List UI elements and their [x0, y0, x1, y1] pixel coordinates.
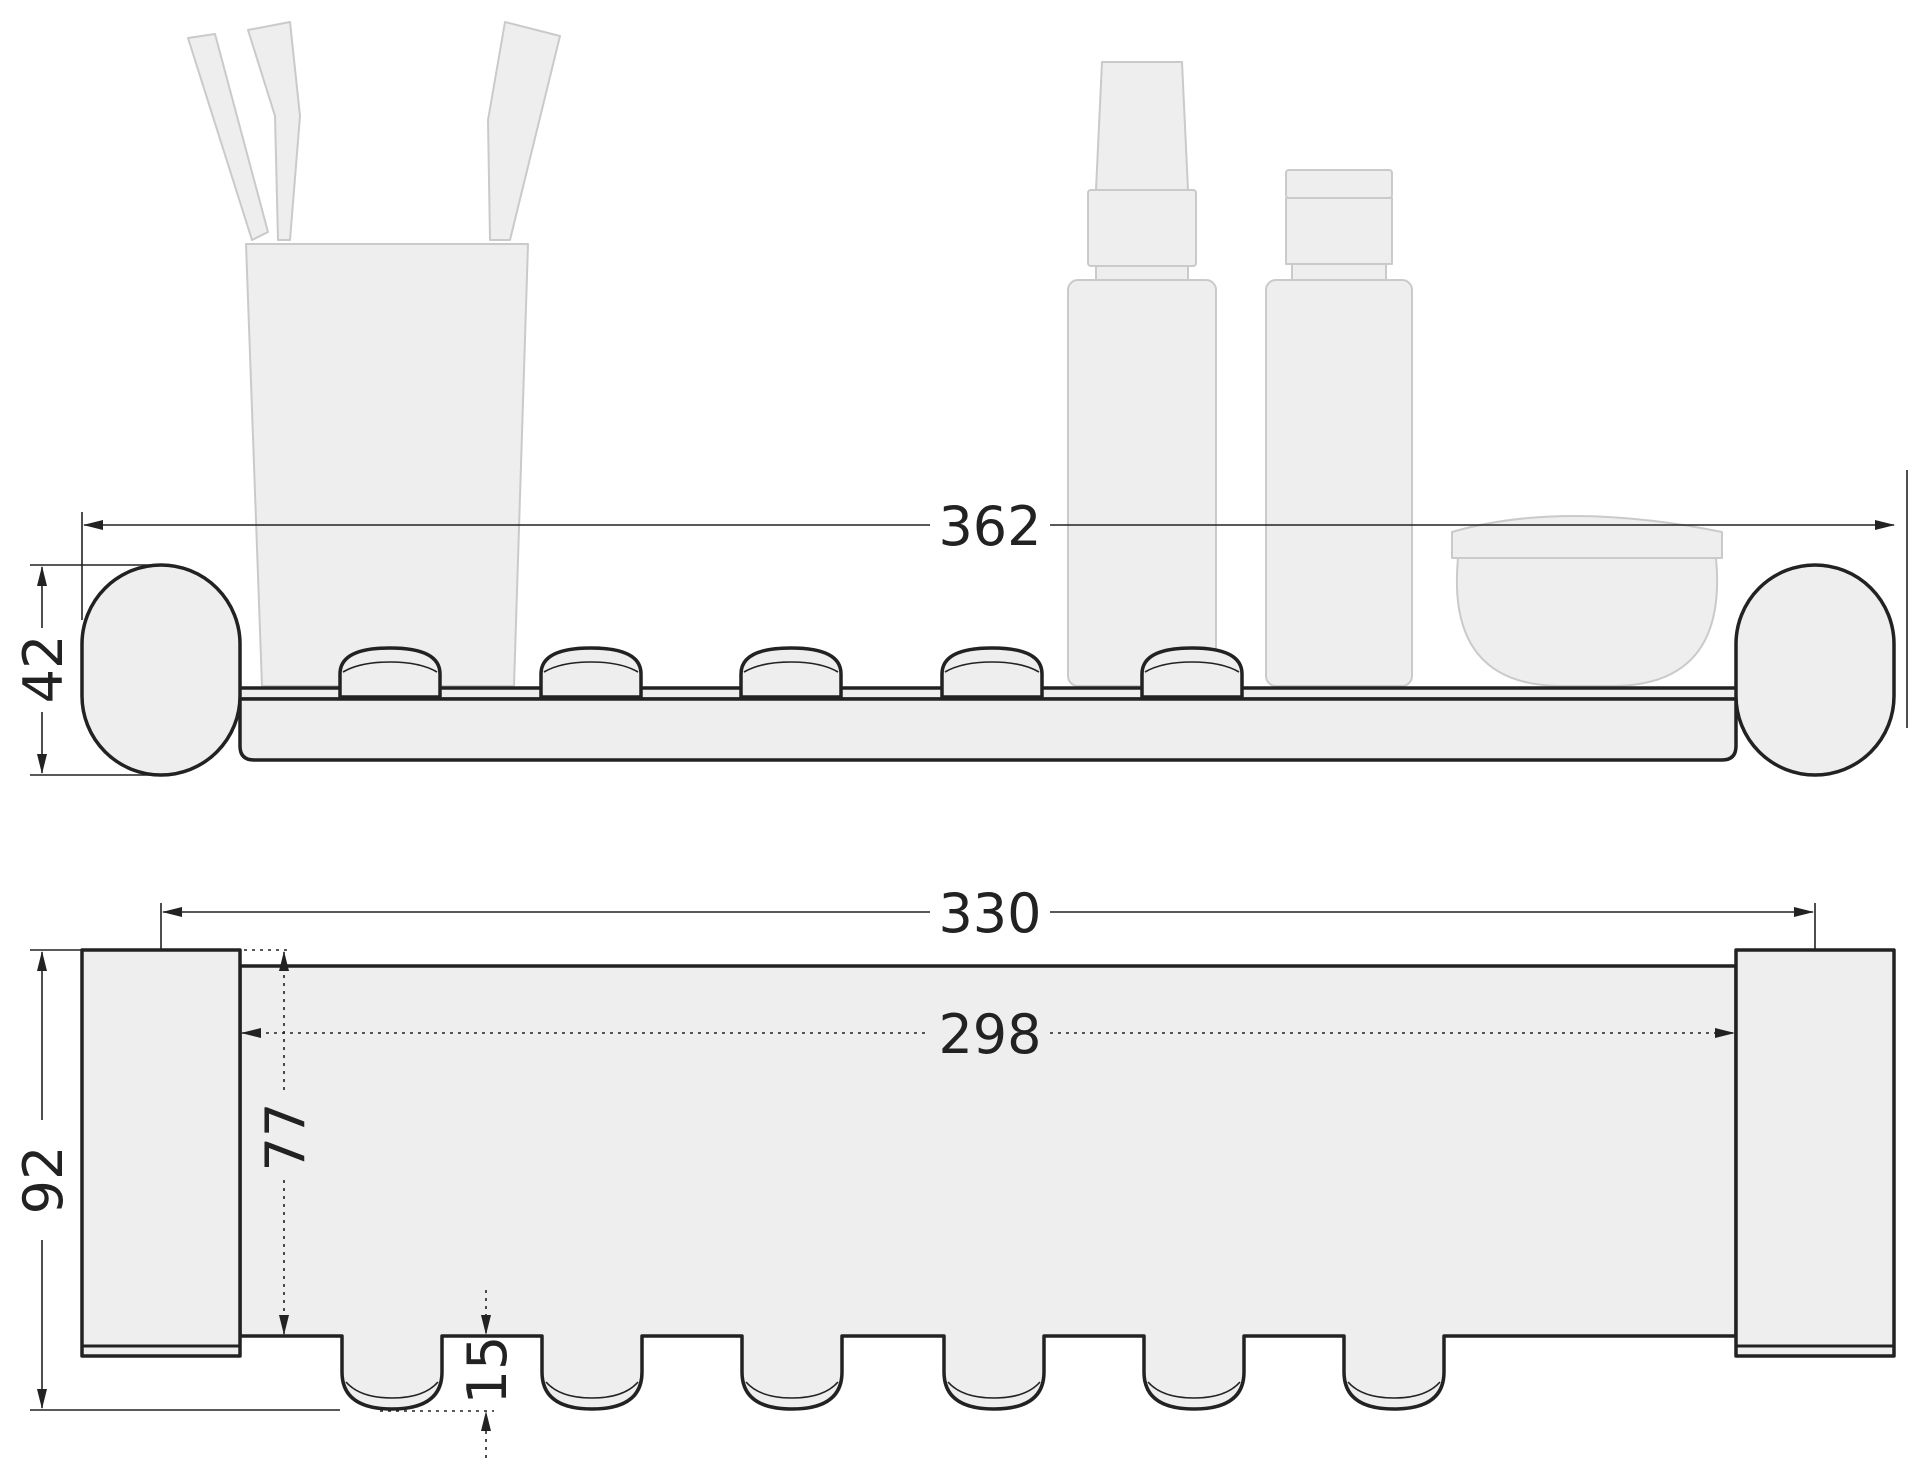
dimension-label-42: 42 [12, 635, 75, 704]
dimension-362: 362 [81, 470, 1908, 728]
peg [1140, 646, 1244, 699]
tray-plate [238, 964, 1738, 1411]
top-view: 330 298 92 77 15 [12, 882, 1896, 1458]
dimension-92: 92 [12, 949, 340, 1411]
spray-bottle-ghost [1067, 61, 1217, 687]
dimension-77: 77 [244, 949, 317, 1335]
dimension-label-77: 77 [254, 1103, 317, 1172]
dimension-label-298: 298 [938, 1003, 1041, 1066]
front-view: 362 42 [12, 21, 1908, 777]
toothbrush-cup-ghost [187, 21, 561, 687]
bottle-ghost [1265, 169, 1413, 687]
dimension-label-362: 362 [938, 495, 1041, 558]
dimension-15: 15 [380, 1290, 519, 1458]
peg [739, 646, 843, 699]
dimension-42: 42 [12, 564, 160, 776]
dimension-298: 298 [241, 1003, 1735, 1066]
peg [940, 646, 1044, 699]
dimension-label-330: 330 [938, 882, 1041, 945]
peg [338, 646, 442, 699]
left-bracket-front [80, 563, 242, 777]
tray-pegs-front [338, 646, 1244, 699]
peg [539, 646, 643, 699]
cream-jar-ghost [1451, 515, 1723, 687]
dimension-label-92: 92 [12, 1146, 75, 1215]
right-bracket-top [1734, 948, 1896, 1358]
notch-edges [345, 1381, 1441, 1399]
right-bracket-front [1734, 563, 1896, 777]
left-bracket-top [80, 948, 242, 1358]
dimension-330: 330 [160, 882, 1816, 950]
dimension-label-15: 15 [456, 1336, 519, 1405]
tray-base [238, 697, 1738, 762]
